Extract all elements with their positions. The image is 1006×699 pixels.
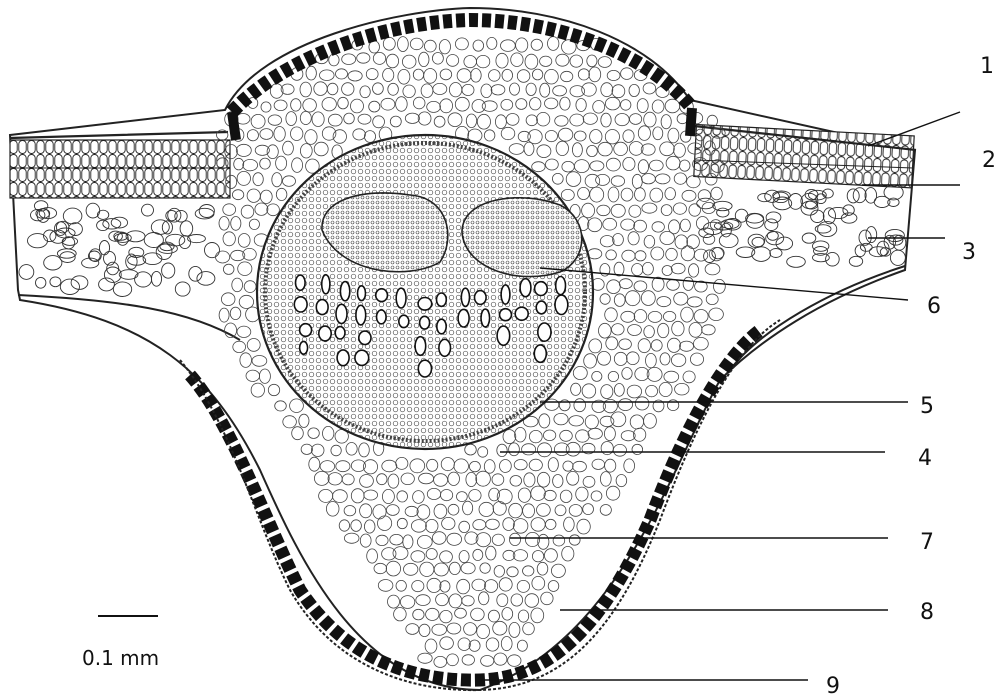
xylem-vessel — [300, 324, 312, 337]
xylem-vessel — [322, 275, 330, 294]
label-3: 3 — [962, 242, 976, 264]
xylem-vessel — [475, 291, 487, 305]
label-5: 5 — [920, 396, 934, 418]
xylem-vessel — [439, 339, 451, 356]
xylem-vessel — [335, 327, 345, 339]
xylem-vessel — [418, 298, 432, 311]
label-1: 1 — [980, 56, 994, 78]
xylem-vessel — [536, 301, 546, 314]
xylem-vessel — [319, 326, 331, 341]
label-7: 7 — [920, 532, 934, 554]
xylem-vessel — [337, 350, 349, 366]
xylem-vessel — [376, 289, 388, 302]
xylem-vessel — [355, 350, 369, 365]
xylem-vessel — [396, 288, 406, 308]
xylem-vessel — [418, 360, 431, 377]
palisade-layer-left — [10, 140, 230, 198]
xylem-vessel — [336, 304, 347, 323]
label-6: 6 — [927, 296, 941, 318]
xylem-vessel — [437, 319, 446, 334]
xylem-vessel — [420, 316, 430, 329]
xylem-vessel — [437, 293, 447, 306]
palisade-layer-right — [694, 125, 914, 188]
label-8: 8 — [920, 602, 934, 624]
xylem-vessel — [501, 285, 510, 304]
xylem-vessel — [294, 297, 307, 312]
xylem-vessel — [461, 288, 469, 306]
xylem-vessel — [534, 345, 546, 362]
xylem-vessel — [458, 309, 469, 327]
xylem-vessel — [538, 323, 551, 341]
xylem-vessel — [497, 326, 510, 345]
xylem-vessel — [316, 300, 328, 315]
xylem-vessel — [500, 309, 512, 321]
label-4: 4 — [918, 448, 932, 470]
xylem-vessel — [520, 279, 531, 297]
xylem-vessel — [415, 337, 426, 356]
xylem-vessel — [356, 305, 366, 325]
xylem-vessel — [555, 295, 568, 314]
label-2: 2 — [982, 150, 996, 172]
label-9: 9 — [826, 676, 840, 698]
xylem-vessel — [377, 310, 387, 324]
xylem-vessel — [358, 286, 366, 301]
scale-bar-label: 0.1 mm — [82, 646, 159, 670]
xylem-vessel — [535, 282, 548, 296]
xylem-vessel — [340, 282, 349, 301]
xylem-vessel — [515, 307, 528, 320]
xylem-vessel — [296, 275, 306, 290]
xylem-vessel — [359, 331, 371, 344]
xylem-vessel — [556, 277, 566, 295]
xylem-vessel — [399, 315, 409, 327]
xylem-vessel — [300, 341, 308, 354]
xylem-vessel — [481, 309, 490, 327]
